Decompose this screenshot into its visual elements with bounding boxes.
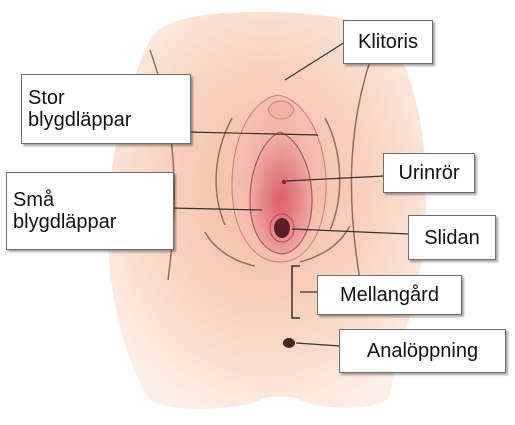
label-urinror: Urinrör: [383, 153, 475, 193]
label-klitoris-text: Klitoris: [358, 31, 418, 53]
label-analoppning: Analöppning: [339, 329, 506, 373]
label-stora-blygdlappar-text: Stor blygdläppar: [28, 87, 131, 131]
label-slidan: Slidan: [408, 215, 496, 260]
clitoris-hood: [268, 101, 294, 119]
label-slidan-text: Slidan: [424, 227, 480, 249]
label-klitoris: Klitoris: [343, 20, 433, 64]
label-mellangard-text: Mellangård: [340, 284, 439, 306]
label-analoppning-text: Analöppning: [367, 340, 478, 362]
vaginal-opening: [274, 218, 290, 238]
anus: [283, 338, 295, 348]
label-stora-blygdlappar: Stor blygdläppar: [21, 74, 191, 144]
label-mellangard: Mellangård: [317, 275, 462, 315]
label-urinror-text: Urinrör: [398, 162, 459, 184]
label-sma-blygdlappar: Små blygdläppar: [6, 172, 174, 250]
label-sma-blygdlappar-text: Små blygdläppar: [13, 189, 116, 233]
urethral-opening: [282, 180, 286, 184]
